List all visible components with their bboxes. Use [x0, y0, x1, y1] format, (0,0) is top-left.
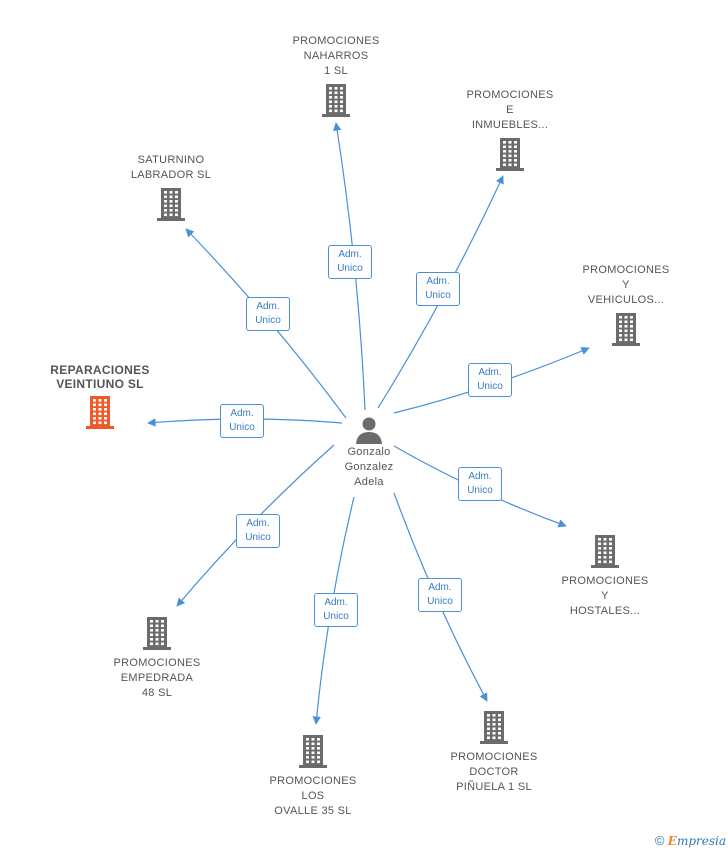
building-icon — [591, 535, 619, 568]
company-name-line: OVALLE 35 SL — [274, 805, 352, 817]
company-name-line: PROMOCIONES — [269, 775, 357, 787]
company-name: PROMOCIONES Y VEHICULOS... — [561, 263, 691, 308]
relation-label-line: Unico — [323, 611, 349, 622]
company-name-line: 1 SL — [324, 65, 348, 77]
relation-label-ovalle[interactable]: Adm. Unico — [314, 593, 358, 627]
relation-label-line: Unico — [467, 485, 493, 496]
relation-label-line: Adm. — [478, 367, 502, 378]
company-name-line: EMPEDRADA — [120, 672, 194, 684]
relation-label-empedrada[interactable]: Adm. Unico — [236, 514, 280, 548]
relation-label-line: Unico — [255, 315, 281, 326]
company-name: PROMOCIONES NAHARROS 1 SL — [271, 34, 401, 79]
company-name-line: LABRADOR SL — [130, 169, 212, 181]
person-node-center[interactable]: Gonzalo Gonzalez Adela — [330, 415, 408, 490]
company-name-line: REPARACIONES — [50, 363, 150, 377]
person-name-line: Gonzalez — [344, 461, 394, 473]
relation-label-line: Unico — [245, 532, 271, 543]
company-name-line: PROMOCIONES — [113, 657, 201, 669]
building-icon — [612, 313, 640, 346]
company-name-line: E — [506, 104, 514, 116]
company-node-naharros[interactable]: PROMOCIONES NAHARROS 1 SL — [271, 34, 401, 117]
relation-label-hostales[interactable]: Adm. Unico — [458, 467, 502, 501]
building-icon — [322, 84, 350, 117]
company-name-line: INMUEBLES... — [471, 119, 549, 131]
building-icon — [480, 711, 508, 744]
company-node-doctor[interactable]: PROMOCIONES DOCTOR PIÑUELA 1 SL — [429, 710, 559, 795]
company-name-line: PROMOCIONES — [292, 35, 380, 47]
relation-label-inmuebles[interactable]: Adm. Unico — [416, 272, 460, 306]
relation-label-line: Adm. — [338, 249, 362, 260]
company-name-line: PROMOCIONES — [450, 751, 538, 763]
company-name: PROMOCIONES EMPEDRADA 48 SL — [92, 656, 222, 701]
company-name: PROMOCIONES DOCTOR PIÑUELA 1 SL — [429, 750, 559, 795]
company-name-line: NAHARROS — [303, 50, 369, 62]
building-icon — [143, 617, 171, 650]
relation-label-line: Unico — [477, 381, 503, 392]
building-icon — [496, 138, 524, 171]
company-name: PROMOCIONES Y HOSTALES... — [540, 574, 670, 619]
relation-label-line: Adm. — [230, 408, 254, 419]
relation-label-line: Unico — [337, 263, 363, 274]
company-name-line: HOSTALES... — [569, 605, 641, 617]
company-name-line: VEHICULOS... — [587, 294, 665, 306]
company-name-line: PROMOCIONES — [582, 264, 670, 276]
relation-label-saturnino[interactable]: Adm. Unico — [246, 297, 290, 331]
company-node-inmuebles[interactable]: PROMOCIONES E INMUEBLES... — [445, 88, 575, 171]
person-name-line: Gonzalo — [347, 446, 391, 458]
building-icon — [157, 188, 185, 221]
building-icon — [86, 396, 114, 429]
company-name-line: VEINTIUNO SL — [56, 377, 144, 391]
footer-brand[interactable]: © Empresia — [655, 833, 726, 848]
company-node-vehiculos[interactable]: PROMOCIONES Y VEHICULOS... — [561, 263, 691, 346]
company-name-line: LOS — [301, 790, 325, 802]
relation-label-line: Adm. — [246, 518, 270, 529]
relation-label-line: Adm. — [256, 301, 280, 312]
company-name-line: DOCTOR — [469, 766, 519, 778]
company-name-line: Y — [622, 279, 630, 291]
relation-label-line: Adm. — [468, 471, 492, 482]
company-name: PROMOCIONES E INMUEBLES... — [445, 88, 575, 133]
copyright-symbol: © — [654, 833, 665, 848]
company-node-empedrada[interactable]: PROMOCIONES EMPEDRADA 48 SL — [92, 616, 222, 701]
company-name-line: PROMOCIONES — [466, 89, 554, 101]
company-name-line: PIÑUELA 1 SL — [456, 781, 532, 793]
company-node-hostales[interactable]: PROMOCIONES Y HOSTALES... — [540, 534, 670, 619]
person-name-line: Adela — [354, 476, 384, 488]
relation-label-line: Unico — [425, 290, 451, 301]
company-name-line: PROMOCIONES — [561, 575, 649, 587]
relation-label-line: Unico — [229, 422, 255, 433]
relation-label-line: Adm. — [428, 582, 452, 593]
brand-logo-letter: E — [667, 834, 677, 848]
relation-label-line: Adm. — [426, 276, 450, 287]
relation-label-line: Unico — [427, 596, 453, 607]
company-node-saturnino[interactable]: SATURNINO LABRADOR SL — [106, 153, 236, 221]
building-icon — [299, 735, 327, 768]
relation-label-naharros[interactable]: Adm. Unico — [328, 245, 372, 279]
person-name: Gonzalo Gonzalez Adela — [330, 445, 408, 490]
person-icon — [356, 417, 382, 444]
relation-label-reparaciones[interactable]: Adm. Unico — [220, 404, 264, 438]
company-name-line: SATURNINO — [137, 154, 205, 166]
relation-label-line: Adm. — [324, 597, 348, 608]
company-name: SATURNINO LABRADOR SL — [106, 153, 236, 183]
company-name-line: Y — [601, 590, 609, 602]
relation-label-doctor[interactable]: Adm. Unico — [418, 578, 462, 612]
company-node-ovalle[interactable]: PROMOCIONES LOS OVALLE 35 SL — [248, 734, 378, 819]
relation-label-vehiculos[interactable]: Adm. Unico — [468, 363, 512, 397]
company-name-line: 48 SL — [141, 687, 173, 699]
company-name: PROMOCIONES LOS OVALLE 35 SL — [248, 774, 378, 819]
brand-logo-text: mpresia — [676, 834, 726, 848]
